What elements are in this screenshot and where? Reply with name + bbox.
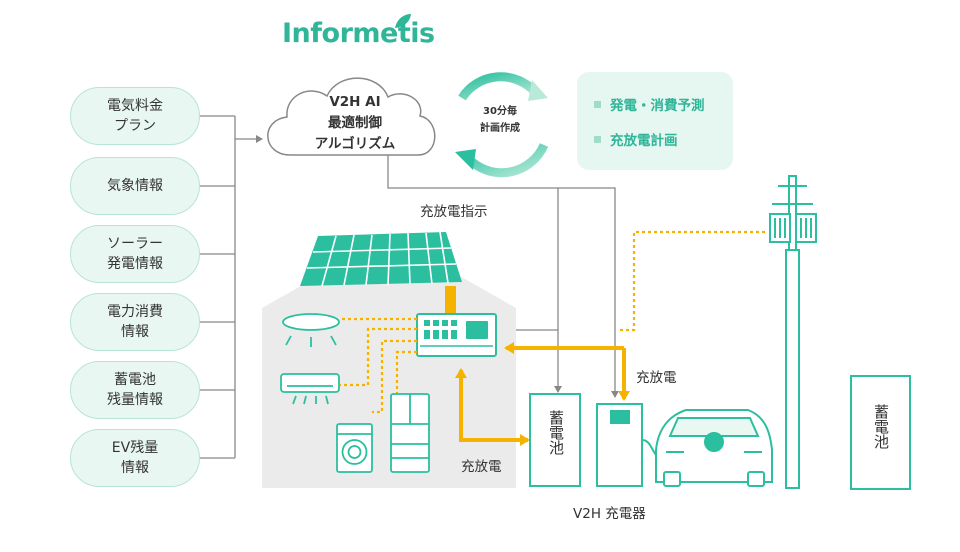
solar-panel (300, 231, 462, 287)
input-electricity-plan: 電気料金 プラン (70, 87, 200, 145)
input-weather: 気象情報 (70, 157, 200, 215)
cycle-arrowhead-top (528, 80, 548, 101)
input-ev-level: EV残量 情報 (70, 429, 200, 487)
home-battery-label: 蓄電池 (547, 410, 565, 455)
instruction-label: 充放電指示 (420, 204, 488, 220)
cycle-label: 30分毎 計画作成 (480, 106, 520, 134)
output-forecast-label: 発電・消費予測 (610, 98, 705, 114)
input-connectors (200, 115, 263, 459)
grid-dotted-line (620, 230, 765, 332)
informetis-logo: Informetis (282, 18, 435, 49)
cycle-arrowhead-bottom (455, 149, 476, 170)
cycle-arrows (458, 72, 549, 178)
battery-charge-label: 充放電 (461, 459, 502, 475)
v2h-charger-label: V2H 充電器 (573, 506, 646, 522)
output-box (577, 72, 733, 170)
v2h-charger (596, 403, 661, 487)
electric-car (655, 409, 773, 487)
output-forecast: 発電・消費予測 (594, 94, 705, 114)
input-solar: ソーラー 発電情報 (70, 225, 200, 283)
refrigerator (390, 393, 430, 473)
input-battery-level: 蓄電池 残量情報 (70, 361, 200, 419)
output-plan-label: 充放電計画 (610, 133, 678, 149)
solar-link (445, 286, 456, 314)
utility-pole (769, 175, 817, 489)
ceiling-light (282, 313, 340, 347)
grid-battery-label: 蓄電池 (872, 404, 890, 449)
washing-machine (336, 423, 373, 473)
output-plan: 充放電計画 (594, 129, 678, 149)
leaf-icon (395, 14, 411, 28)
power-controller (416, 313, 497, 357)
appliance-feeds (340, 317, 417, 414)
input-power-consumption: 電力消費 情報 (70, 293, 200, 351)
grid-battery (850, 375, 911, 490)
ai-algorithm-label: V2H AI 最適制御 アルゴリズム (314, 94, 396, 152)
home-battery (529, 393, 581, 487)
air-conditioner (280, 373, 340, 405)
orange-flows (455, 342, 630, 446)
ev-charge-label: 充放電 (636, 370, 677, 386)
ai-cloud (267, 77, 436, 156)
